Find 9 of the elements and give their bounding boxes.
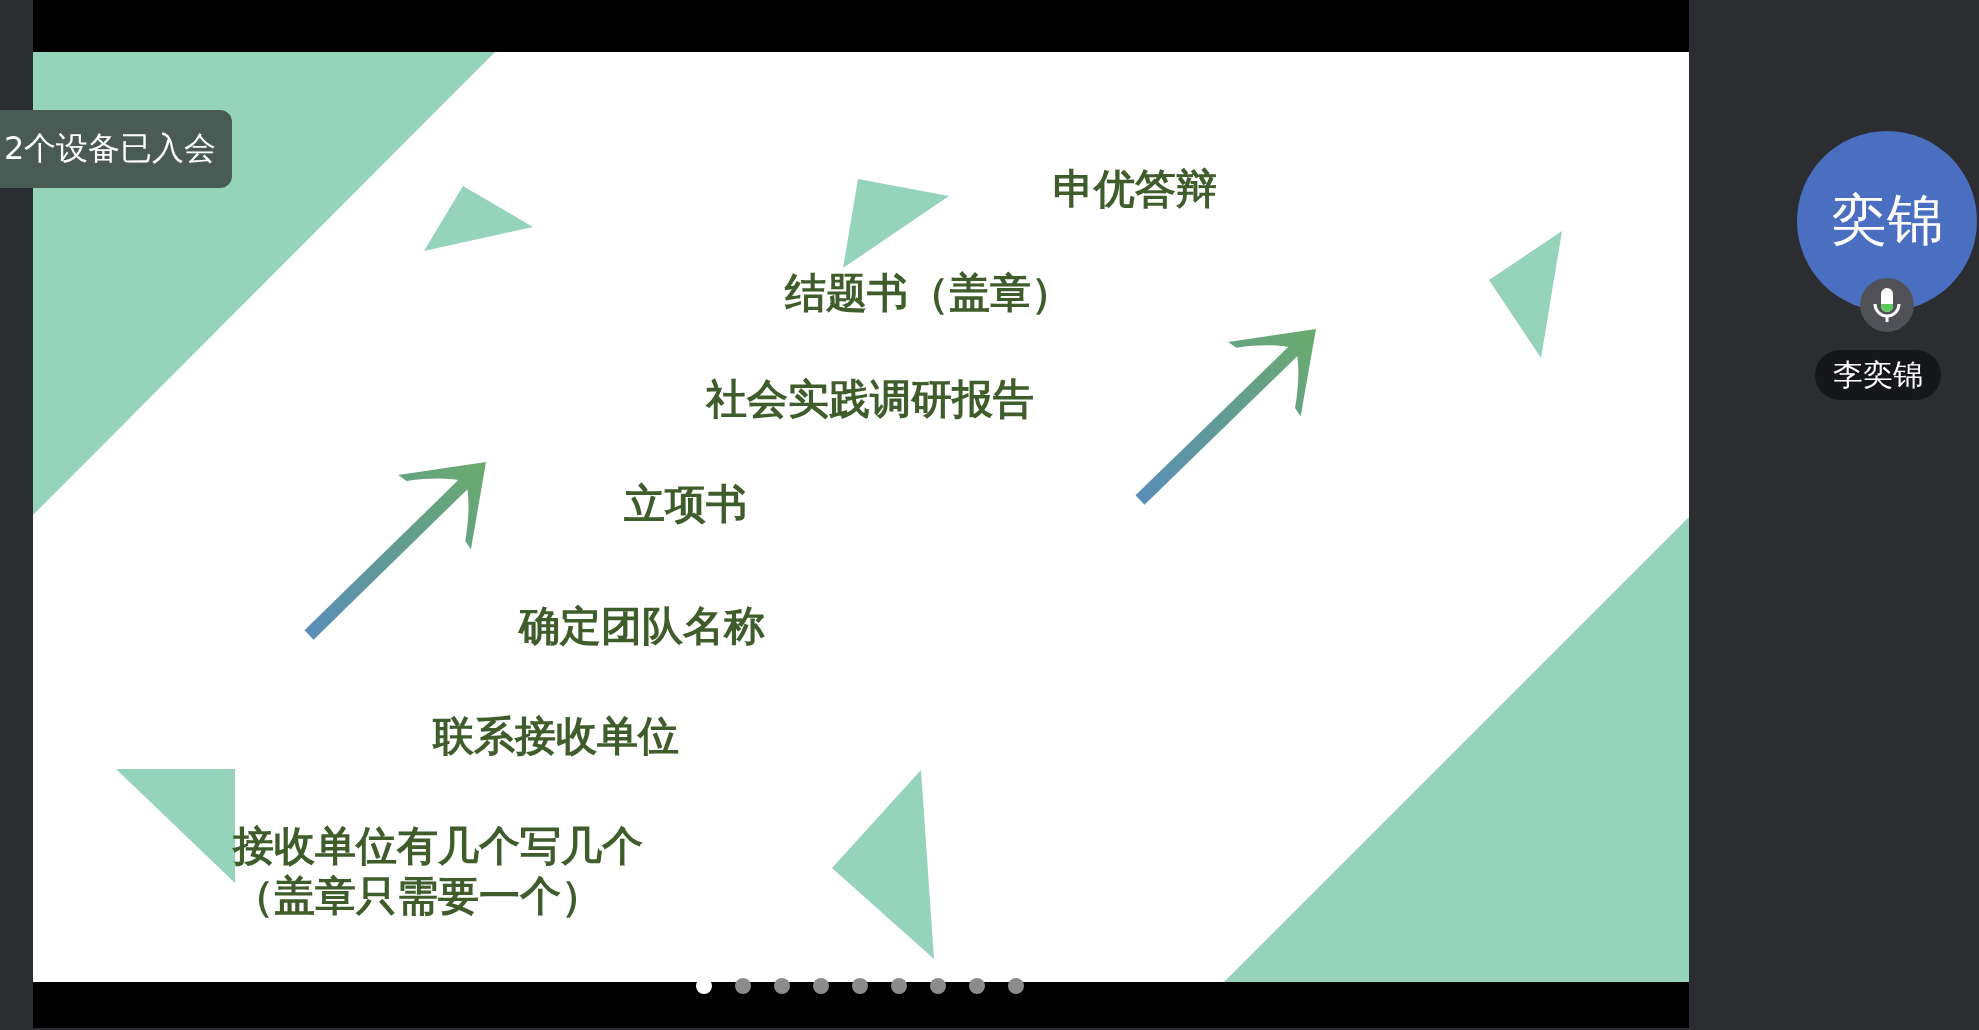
step-text: 联系接收单位 — [433, 711, 679, 761]
device-count-toast: 2个设备已入会 — [0, 110, 233, 188]
participant-name-tag: 李奕锦 — [1815, 350, 1941, 400]
note-text: 接收单位有几个写几个（盖章只需要一个） — [233, 821, 644, 921]
step-text: 申优答辩 — [1053, 164, 1217, 214]
step-text: 立项书 — [624, 479, 747, 529]
step-text: 社会实践调研报告 — [706, 374, 1034, 424]
step-text: 结题书（盖章） — [785, 268, 1072, 318]
step-text: 确定团队名称 — [519, 601, 765, 651]
